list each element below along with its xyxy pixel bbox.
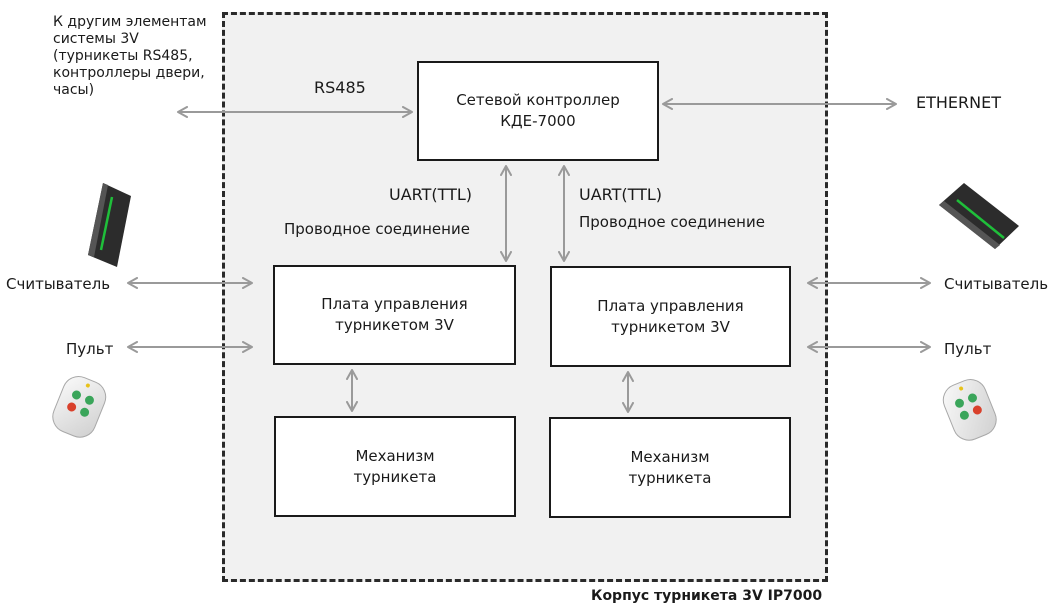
remote-control-icon — [942, 379, 997, 441]
remote-right-label: Пульт — [944, 340, 992, 358]
mechanism-right-block: Механизм турникета — [549, 417, 791, 518]
remote-control-icon — [52, 376, 107, 438]
control-board-right-block: Плата управления турникетом 3V — [550, 266, 791, 367]
control-board-left-block: Плата управления турникетом 3V — [273, 265, 516, 365]
network-controller-block: Сетевой контроллер КДЕ-7000 — [417, 61, 659, 161]
other-systems-label: К другим элементам системы 3V (турникеты… — [53, 14, 207, 98]
housing-label: Корпус турникета 3V IP7000 — [591, 588, 823, 604]
wired-right-label: Проводное соединение — [579, 213, 765, 231]
rs485-label: RS485 — [314, 78, 366, 97]
mechanism-left-block: Механизм турникета — [274, 416, 516, 517]
card-reader-icon — [939, 183, 1019, 249]
ethernet-label: ETHERNET — [916, 93, 1001, 112]
card-reader-icon — [88, 183, 131, 267]
remote-left-label: Пульт — [66, 340, 114, 358]
uart-left-label: UART(TTL) — [389, 185, 473, 204]
reader-right-label: Считыватель — [944, 275, 1049, 293]
reader-left-label: Считыватель — [6, 275, 111, 293]
wired-left-label: Проводное соединение — [284, 220, 470, 238]
uart-right-label: UART(TTL) — [579, 185, 663, 204]
